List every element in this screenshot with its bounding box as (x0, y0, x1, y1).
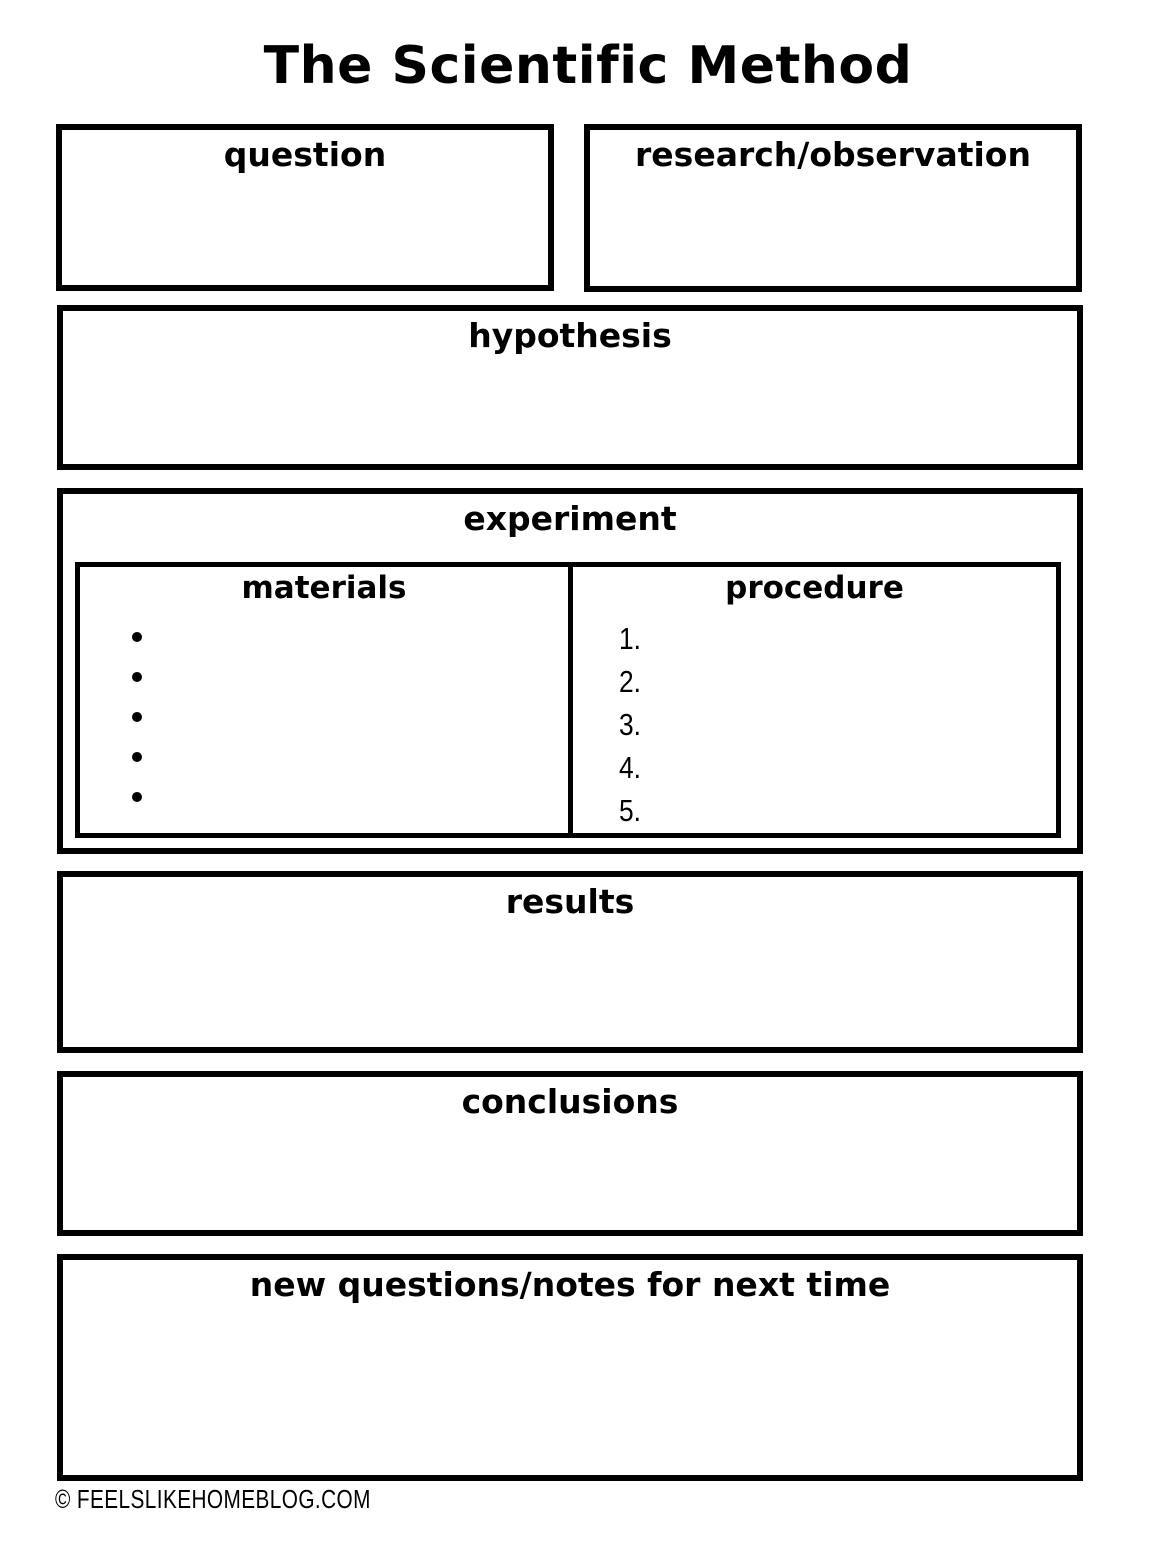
new-questions-box: new questions/notes for next time (57, 1254, 1083, 1481)
materials-bullet-row (132, 697, 568, 737)
conclusions-heading: conclusions (461, 1082, 679, 1121)
materials-bullet-row (132, 777, 568, 817)
procedure-step-number: 5. (619, 793, 641, 829)
procedure-column: procedure 1. 2. 3. 4. 5. (568, 567, 1056, 833)
procedure-step-number: 4. (619, 750, 641, 786)
research-observation-box: research/observation (584, 124, 1082, 292)
materials-bullet-row (132, 737, 568, 777)
experiment-heading: experiment (463, 499, 677, 538)
bullet-icon (132, 752, 142, 763)
question-heading: question (223, 135, 387, 174)
hypothesis-box: hypothesis (57, 305, 1083, 470)
bullet-icon (132, 672, 142, 683)
procedure-step-number: 1. (619, 621, 641, 657)
materials-heading: materials (241, 570, 407, 606)
copyright-footer: © feelslikehomeblog.com (55, 1484, 371, 1514)
materials-column: materials (80, 567, 568, 833)
experiment-box: experiment materials procedure 1. 2. 3. (57, 488, 1083, 854)
results-box: results (57, 871, 1083, 1053)
procedure-step-number: 2. (619, 664, 641, 700)
materials-bullet-list (132, 617, 568, 817)
materials-bullet-row (132, 657, 568, 697)
research-observation-heading: research/observation (635, 135, 1031, 174)
results-heading: results (505, 882, 635, 921)
procedure-numbered-list: 1. 2. 3. 4. 5. (619, 617, 990, 832)
procedure-heading: procedure (725, 570, 904, 606)
procedure-step-number: 3. (619, 707, 641, 743)
page-title: The Scientific Method (263, 36, 913, 96)
materials-bullet-row (132, 617, 568, 657)
new-questions-heading: new questions/notes for next time (249, 1265, 891, 1304)
hypothesis-heading: hypothesis (468, 316, 672, 355)
experiment-table: materials procedure 1. 2. 3. 4. 5. (75, 562, 1061, 838)
conclusions-box: conclusions (57, 1071, 1083, 1236)
bullet-icon (132, 632, 142, 643)
question-box: question (56, 124, 554, 291)
bullet-icon (132, 712, 142, 723)
bullet-icon (132, 792, 142, 803)
